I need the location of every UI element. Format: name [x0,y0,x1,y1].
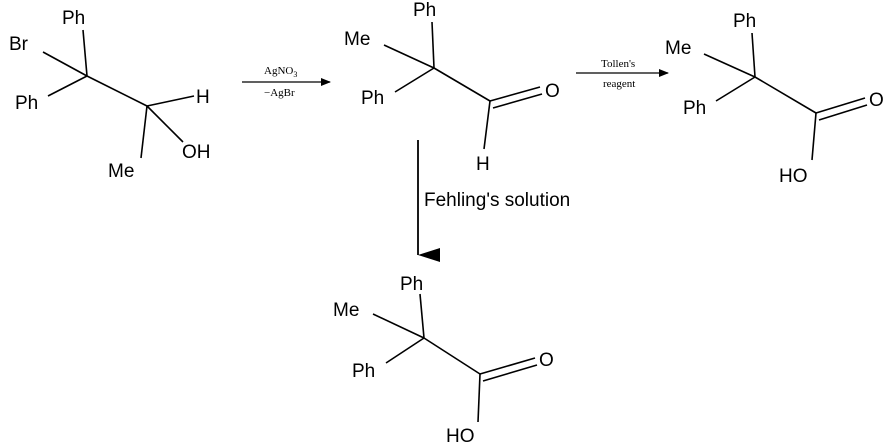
aldehyde-molecule: Ph Me Ph O H [344,0,560,175]
bond-c1-c2 [86,75,148,107]
acid-bottom-molecule: Ph Me Ph O HO [333,274,554,447]
step3-arrow-group: Fehling's solution [417,140,570,262]
acid-right-me-label: Me [665,38,691,59]
bond-cq-cho [433,67,491,102]
acid-right-ph-top-label: Ph [733,11,756,32]
bond-co-double-2 [492,93,543,109]
bond-cq-ph-top [431,21,435,69]
bond-c1-br [42,51,88,77]
aldehyde-h-label: H [476,154,490,175]
bond-r-c-oh [811,112,817,161]
reactant-ph-left-label: Ph [15,93,38,114]
bond-b-cq-ph-top [419,293,425,339]
step2-line1: Tollen's [601,58,635,70]
reactant-oh-label: OH [182,142,211,163]
bond-c2-me [140,105,148,159]
bond-r-cq-ph-top [751,32,756,78]
bond-b-co-double-1 [479,357,536,375]
step1-reagent: AgNO3 [264,65,297,79]
bond-r-co-double-1 [815,97,866,114]
bond-cq-ph-left [394,67,435,93]
acid-right-ph-left-label: Ph [683,98,706,119]
acid-right-molecule: Ph Me Ph O HO [665,11,884,187]
bond-c1-ph-top [82,29,88,77]
bond-b-cq-cooh [423,337,481,375]
acid-bottom-ph-left-label: Ph [352,361,375,382]
acid-bottom-ho-label: HO [446,426,475,447]
acid-bottom-me-label: Me [333,300,359,321]
bond-r-cq-ph-left [715,76,756,102]
reactant-me-label: Me [108,161,134,182]
bond-co-double-1 [489,86,541,102]
acid-bottom-ph-top-label: Ph [400,274,423,295]
bond-c2-h [146,95,195,107]
bond-r-cq-cooh [754,76,817,114]
step1-byproduct: −AgBr [264,87,295,99]
bond-b-co-double-2 [482,364,538,382]
bond-cq-me [383,44,435,69]
acid-right-o-label: O [869,90,884,111]
step1-arrow-group: AgNO3 −AgBr [242,65,331,99]
bond-r-cq-me [703,53,756,78]
reactant-h-label: H [196,87,210,108]
step3-label: Fehling's solution [424,190,570,211]
reactant-ph-top-label: Ph [62,8,85,29]
bond-cho-h [483,100,491,150]
bond-c1-ph-left [47,75,88,97]
aldehyde-ph-left-label: Ph [361,88,384,109]
step2-arrow-group: Tollen's reagent [576,58,669,90]
aldehyde-me-label: Me [344,29,370,50]
reactant-br-label: Br [9,34,29,55]
bond-b-cq-me [372,313,425,339]
bond-b-cq-ph-left [385,337,425,364]
acid-right-ho-label: HO [779,166,808,187]
step2-line2: reagent [603,78,635,90]
acid-bottom-o-label: O [539,350,554,371]
bond-r-co-double-2 [818,104,868,121]
aldehyde-o-label: O [545,81,560,102]
bond-c2-oh [146,105,184,143]
bond-b-c-oh [477,373,481,423]
reactant-molecule: Br Ph Ph H OH Me [9,8,211,182]
aldehyde-ph-top-label: Ph [413,0,436,21]
